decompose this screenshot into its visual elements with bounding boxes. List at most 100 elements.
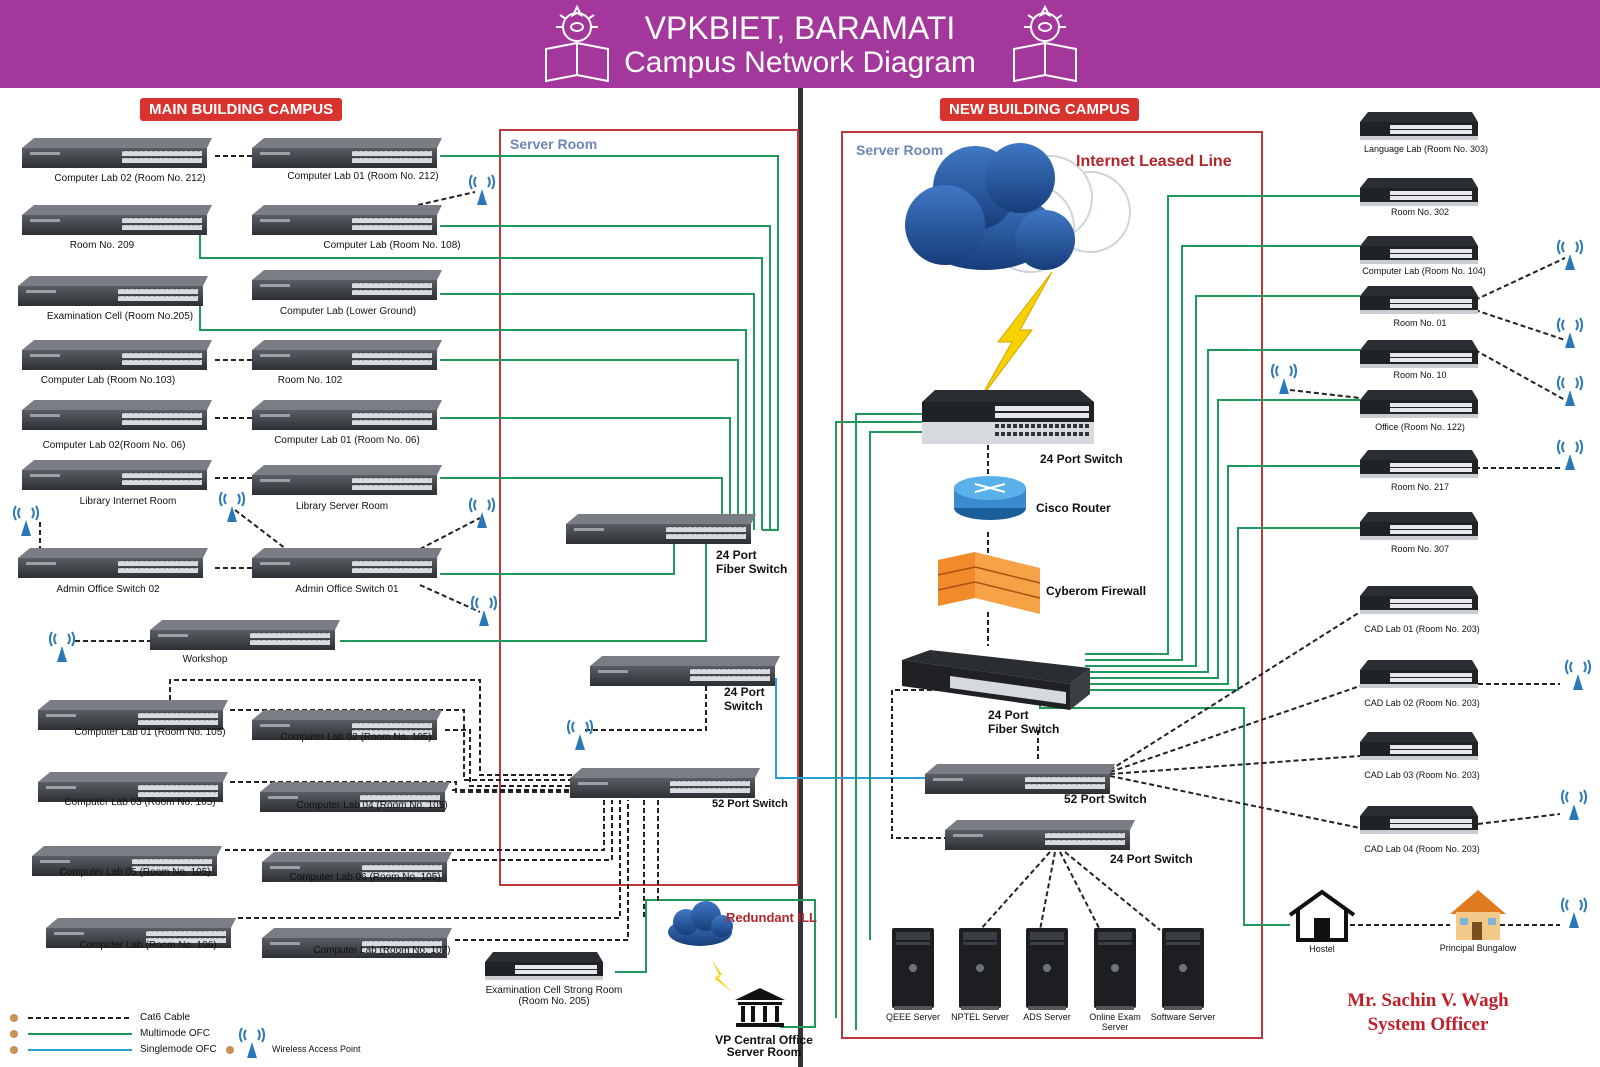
switch-office-122 xyxy=(1360,390,1478,418)
wireless-ap-icon xyxy=(1564,659,1592,691)
label-cad-04: CAD Lab 04 (Room No. 203) xyxy=(1364,844,1480,854)
label-redundant-ill: Redundant ILL xyxy=(726,910,817,925)
label-room-307: Room No. 307 xyxy=(1390,544,1450,554)
legend-wireless: Wireless Access Point xyxy=(272,1044,361,1054)
title-line-2: Campus Network Diagram xyxy=(624,46,976,79)
title-line-1: VPKBIET, BARAMATI xyxy=(644,10,956,46)
wireless-ap-icon xyxy=(12,505,40,537)
label-new-24port-lower: 24 Port Switch xyxy=(1110,852,1193,866)
wireless-ap-icon xyxy=(566,719,594,751)
software-server-icon xyxy=(1162,928,1204,1010)
label-main-fiber-switch: 24 Port Fiber Switch xyxy=(716,548,788,576)
label-hostel: Hostel xyxy=(1309,944,1335,954)
switch-room-209 xyxy=(21,204,213,236)
new-24port-switch xyxy=(922,390,1094,444)
label-cl01-06: Computer Lab 01 (Room No. 06) xyxy=(274,435,420,446)
header-banner: VPKBIET, BARAMATI Campus Network Diagram xyxy=(0,0,1600,88)
legend-singlemode: Singlemode OFC xyxy=(140,1044,217,1055)
label-cad-03: CAD Lab 03 (Room No. 203) xyxy=(1364,770,1480,780)
label-cl01-105: Computer Lab 01 (Room No. 105) xyxy=(74,727,226,738)
label-new-24port-switch: 24 Port Switch xyxy=(1040,452,1123,466)
label-cl02-212: Computer Lab 02 (Room No. 212) xyxy=(54,173,206,184)
switch-cl01-212 xyxy=(251,137,443,169)
new-server-room-box xyxy=(841,131,1263,1039)
switch-room-102 xyxy=(251,339,443,371)
label-main-24port-switch: 24 Port Switch xyxy=(724,685,765,713)
switch-admin-01 xyxy=(251,547,443,579)
label-library-internet: Library Internet Room xyxy=(79,496,177,507)
new-fiber-switch xyxy=(902,650,1090,710)
credit-name: Mr. Sachin V. Wagh xyxy=(1347,990,1509,1011)
switch-cl-104 xyxy=(1360,236,1478,264)
nptel-server-icon xyxy=(959,928,1001,1010)
switch-cad-02 xyxy=(1360,660,1478,688)
label-cl01-212: Computer Lab 01 (Room No. 212) xyxy=(287,171,439,182)
wireless-ap-icon xyxy=(470,595,498,627)
main-24port-switch xyxy=(589,655,781,687)
credit-role: System Officer xyxy=(1367,1014,1489,1035)
online-exam-server-icon xyxy=(1094,928,1136,1010)
label-ads-server: ADS Server xyxy=(1023,1012,1071,1022)
switch-cad-01 xyxy=(1360,586,1478,614)
ads-server-icon xyxy=(1026,928,1068,1010)
new-24port-switch-lower xyxy=(944,819,1136,851)
wireless-ap-icon xyxy=(1560,897,1588,929)
new-52port-switch xyxy=(924,763,1116,795)
wireless-ap-icon xyxy=(218,491,246,523)
label-room-302: Room No. 302 xyxy=(1390,207,1450,217)
switch-cad-03 xyxy=(1360,732,1478,760)
lightning-icon xyxy=(977,271,1053,403)
label-library-server: Library Server Room xyxy=(295,501,389,512)
switch-room-217 xyxy=(1360,450,1478,478)
switch-cl-108 xyxy=(251,204,443,236)
label-cl-108: Computer Lab (Room No. 108) xyxy=(323,240,461,251)
label-workshop: Workshop xyxy=(182,654,228,665)
label-new-fiber-switch: 24 Port Fiber Switch xyxy=(988,708,1060,736)
bank-building-icon xyxy=(735,988,785,1027)
wireless-ap-icon xyxy=(1556,375,1584,407)
label-cl04-105: Computer Lab 04 (Room No. 105) xyxy=(296,800,448,811)
label-firewall: Cyberom Firewall xyxy=(1046,584,1147,598)
wireless-ap-icon xyxy=(1556,439,1584,471)
switch-admin-02 xyxy=(17,547,209,579)
switch-exam-205 xyxy=(17,275,209,307)
switch-workshop xyxy=(149,619,341,651)
bungalow-icon xyxy=(1450,890,1506,940)
wireless-ap-icon xyxy=(1560,789,1588,821)
label-cl-lower: Computer Lab (Lower Ground) xyxy=(279,306,417,317)
label-bungalow: Principal Bungalow xyxy=(1439,943,1517,953)
switch-room-307 xyxy=(1360,512,1478,540)
qeee-server-icon xyxy=(892,928,934,1010)
switch-language-lab xyxy=(1360,112,1478,140)
label-cl06-105: Computer Lab 06 (Room No. 105) xyxy=(289,872,441,883)
switch-cl-103 xyxy=(21,339,213,371)
legend-multimode: Multimode OFC xyxy=(140,1028,211,1039)
switch-cl01-06 xyxy=(251,399,443,431)
switch-cad-04 xyxy=(1360,806,1478,834)
cisco-router-icon xyxy=(954,476,1026,520)
switch-room-10 xyxy=(1360,340,1478,368)
label-cad-01: CAD Lab 01 (Room No. 203) xyxy=(1364,624,1480,634)
label-exam-205: Examination Cell (Room No.205) xyxy=(46,311,194,322)
switch-library-server xyxy=(251,464,443,496)
label-room-10: Room No. 10 xyxy=(1393,370,1447,380)
switch-cl-lower xyxy=(251,269,443,301)
label-language-lab: Language Lab (Room No. 303) xyxy=(1363,144,1489,154)
switch-cl01-105 xyxy=(37,699,229,731)
label-room-01: Room No. 01 xyxy=(1393,318,1447,328)
label-room-209: Room No. 209 xyxy=(69,240,135,251)
label-internet-line: Internet Leased Line xyxy=(1076,153,1232,170)
switch-library-internet xyxy=(21,459,213,491)
wireless-ap-icon xyxy=(48,631,76,663)
label-main-52port-switch: 52 Port Switch xyxy=(712,798,788,810)
firewall-icon xyxy=(937,552,1041,614)
label-cl-107: Computer Lab (Room No. 107) xyxy=(313,945,451,956)
label-cl02-105: Computer Lab 02 (Room No. 105) xyxy=(280,732,432,743)
main-52port-switch xyxy=(569,767,761,799)
switch-cl02-212 xyxy=(21,137,213,169)
label-cad-02: CAD Lab 02 (Room No. 203) xyxy=(1364,698,1480,708)
label-router: Cisco Router xyxy=(1036,501,1111,515)
main-fiber-switch xyxy=(565,513,757,545)
wireless-ap-icon xyxy=(468,497,496,529)
lightning-icon xyxy=(712,960,732,992)
